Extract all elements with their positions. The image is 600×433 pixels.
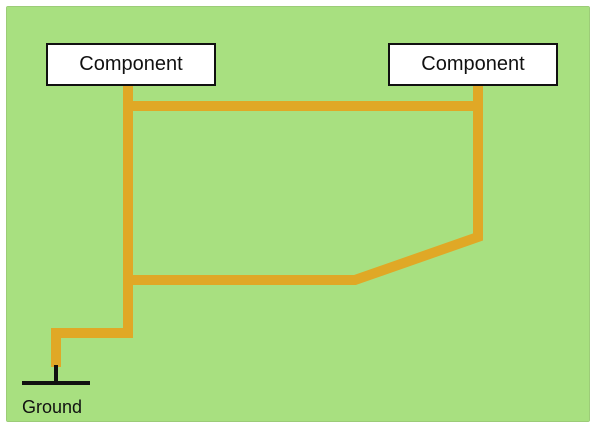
trace-top-link [123, 85, 483, 111]
ground-label: Ground [22, 397, 83, 417]
component-box-left: Component [46, 43, 216, 86]
trace-ground-feed [51, 280, 133, 367]
component-box-right: Component [388, 43, 558, 86]
component-label-left: Component [79, 53, 183, 75]
component-label-right: Component [421, 53, 525, 75]
ground-symbol [22, 365, 90, 385]
trace-loop [123, 106, 483, 285]
